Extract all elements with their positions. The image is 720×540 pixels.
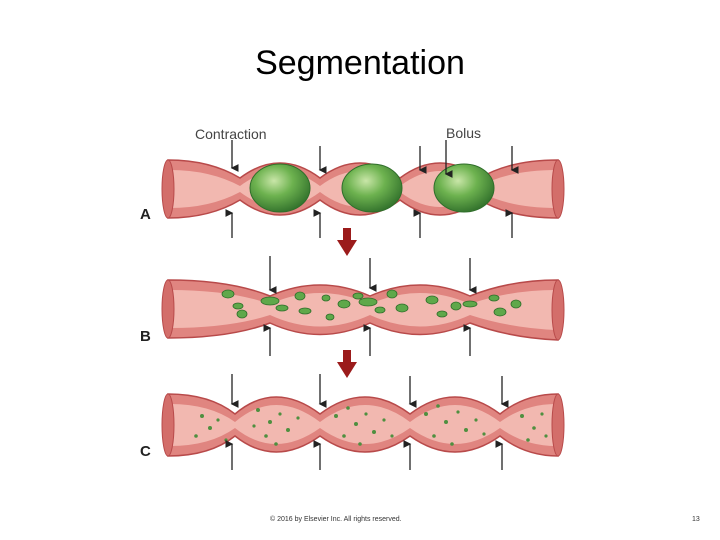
segmentation-diagram: [161, 140, 565, 470]
bolus: [341, 163, 403, 213]
page-number: 13: [692, 516, 700, 523]
bolus: [433, 163, 495, 213]
bolus: [249, 163, 311, 213]
panel-a-contraction-arrows: [225, 140, 519, 238]
panel-c-particles: [194, 404, 548, 446]
contraction-label: Contraction: [195, 126, 267, 142]
panel-letter-b: B: [140, 328, 151, 345]
panel-c-tube: [161, 393, 565, 457]
panel-c-contraction-arrows: [225, 374, 509, 470]
panel-letter-a: A: [140, 206, 151, 223]
panel-b-fragments: [221, 289, 522, 321]
flow-arrow-down: [337, 350, 357, 378]
panel-b-contraction-arrows: [263, 256, 477, 356]
bolus-label: Bolus: [446, 125, 482, 141]
segmentation-figure: Contraction Bolus A B C: [130, 118, 570, 478]
panel-a-boluses: [249, 163, 495, 213]
panel-letter-c: C: [140, 443, 151, 460]
copyright-notice: © 2016 by Elsevier Inc. All rights reser…: [270, 516, 402, 523]
flow-arrow-down: [337, 228, 357, 256]
panel-b-tube: [161, 279, 565, 341]
slide-title: Segmentation: [255, 44, 465, 82]
